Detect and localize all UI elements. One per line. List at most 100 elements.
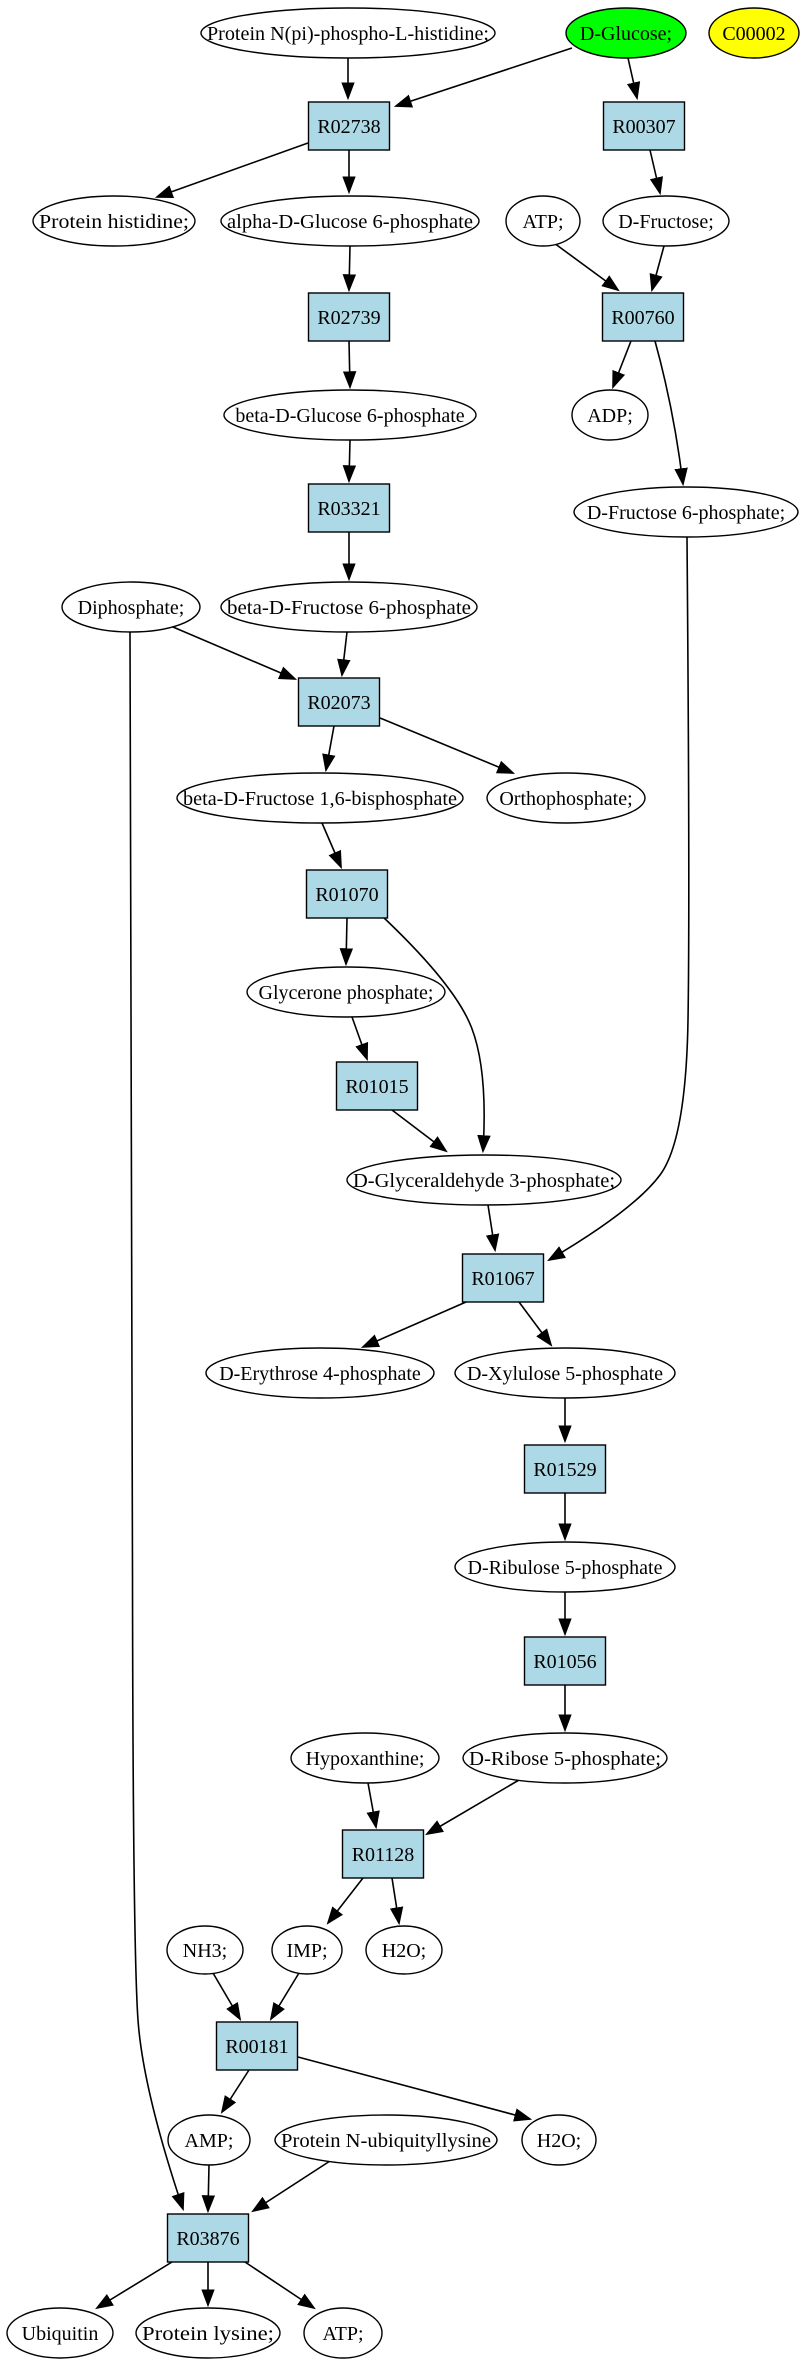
edge-c_glycerone_p-to-r_R01015 — [351, 1016, 369, 1062]
node-prot_nub[interactable]: Protein N-ubiquityllysine — [274, 2114, 498, 2166]
edge-c_atp1-to-r_R00760 — [553, 242, 620, 292]
reaction-box[interactable] — [307, 292, 391, 342]
node-b_f16bp[interactable]: beta-D-Fructose 1,6-bisphosphate — [176, 772, 464, 824]
compound-ellipse[interactable] — [303, 2307, 383, 2359]
node-R02073[interactable]: R02073 — [297, 677, 381, 727]
node-amp[interactable]: AMP; — [167, 2114, 251, 2166]
compound-ellipse[interactable] — [521, 2114, 597, 2166]
reaction-box[interactable] — [297, 677, 381, 727]
edge-c_f6p-to-r_R01067 — [547, 536, 690, 1262]
compound-ellipse[interactable] — [176, 772, 464, 824]
node-R01056[interactable]: R01056 — [523, 1636, 607, 1686]
node-glucose[interactable]: D-Glucose; — [565, 7, 687, 59]
node-hypoxanthine[interactable]: Hypoxanthine; — [290, 1732, 440, 1784]
compound-ellipse[interactable] — [505, 195, 581, 247]
node-atp1[interactable]: ATP; — [505, 195, 581, 247]
reaction-box[interactable] — [307, 483, 391, 533]
node-ru5p[interactable]: D-Ribulose 5-phosphate — [454, 1541, 676, 1593]
node-h2o1[interactable]: H2O; — [365, 1925, 443, 1975]
node-label: Glycerone phosphate; — [259, 982, 434, 1004]
reaction-box[interactable] — [601, 292, 685, 342]
node-prot_his[interactable]: Protein histidine; — [32, 195, 196, 247]
compound-ellipse[interactable] — [271, 1925, 343, 1975]
compound-ellipse[interactable] — [290, 1732, 440, 1784]
compound-ellipse[interactable] — [573, 486, 799, 538]
compound-ellipse[interactable] — [454, 1347, 676, 1399]
compound-ellipse[interactable] — [223, 389, 477, 441]
node-label: R03321 — [317, 498, 380, 520]
compound-ellipse[interactable] — [32, 195, 196, 247]
compound-ellipse[interactable] — [454, 1541, 676, 1593]
compound-ellipse[interactable] — [602, 195, 730, 247]
node-e4p[interactable]: D-Erythrose 4-phosphate — [205, 1347, 435, 1399]
node-b_f6p[interactable]: beta-D-Fructose 6-phosphate — [220, 581, 478, 633]
reaction-box[interactable] — [341, 1829, 425, 1879]
node-c00002[interactable]: C00002 — [708, 7, 800, 59]
node-g3p[interactable]: D-Glyceraldehyde 3-phosphate; — [346, 1154, 622, 1206]
node-label: D-Glucose; — [580, 23, 672, 45]
node-R00760[interactable]: R00760 — [601, 292, 685, 342]
node-label: R02739 — [317, 307, 380, 329]
reaction-box[interactable] — [305, 869, 389, 919]
compound-ellipse[interactable] — [205, 1347, 435, 1399]
compound-ellipse[interactable] — [246, 966, 446, 1018]
node-label: H2O; — [382, 1940, 426, 1962]
reaction-box[interactable] — [335, 1061, 419, 1111]
reaction-box[interactable] — [461, 1253, 545, 1303]
node-a_g6p[interactable]: alpha-D-Glucose 6-phosphate — [220, 195, 480, 247]
node-label: Hypoxanthine; — [306, 1748, 425, 1770]
compound-ellipse[interactable] — [346, 1154, 622, 1206]
reaction-box[interactable] — [602, 101, 686, 151]
node-b_g6p[interactable]: beta-D-Glucose 6-phosphate — [223, 389, 477, 441]
compound-ellipse[interactable] — [220, 581, 478, 633]
node-R02738[interactable]: R02738 — [307, 101, 391, 151]
node-R01070[interactable]: R01070 — [305, 869, 389, 919]
reaction-box[interactable] — [523, 1636, 607, 1686]
edge-r_R01070-to-c_g3p — [381, 915, 491, 1154]
node-h2o2[interactable]: H2O; — [521, 2114, 597, 2166]
compound-ellipse[interactable] — [708, 7, 800, 59]
node-R01529[interactable]: R01529 — [523, 1444, 607, 1494]
compound-ellipse[interactable] — [365, 1925, 443, 1975]
compound-ellipse[interactable] — [6, 2307, 114, 2359]
compound-ellipse[interactable] — [167, 2114, 251, 2166]
reaction-box[interactable] — [523, 1444, 607, 1494]
node-R03876[interactable]: R03876 — [166, 2213, 250, 2263]
node-label: R02073 — [307, 692, 370, 714]
node-label: R01015 — [345, 1076, 408, 1098]
compound-ellipse[interactable] — [274, 2114, 498, 2166]
node-R02739[interactable]: R02739 — [307, 292, 391, 342]
compound-ellipse[interactable] — [571, 389, 649, 441]
reaction-box[interactable] — [215, 2021, 299, 2071]
node-glycerone_p[interactable]: Glycerone phosphate; — [246, 966, 446, 1018]
node-imp[interactable]: IMP; — [271, 1925, 343, 1975]
compound-ellipse[interactable] — [61, 581, 201, 633]
node-f6p[interactable]: D-Fructose 6-phosphate; — [573, 486, 799, 538]
node-R00181[interactable]: R00181 — [215, 2021, 299, 2071]
node-diphosphate[interactable]: Diphosphate; — [61, 581, 201, 633]
reaction-box[interactable] — [307, 101, 391, 151]
node-ubiquitin[interactable]: Ubiquitin — [6, 2307, 114, 2359]
node-r5p[interactable]: D-Ribose 5-phosphate; — [462, 1732, 668, 1784]
node-adp[interactable]: ADP; — [571, 389, 649, 441]
node-prot_lys[interactable]: Protein lysine; — [135, 2307, 281, 2359]
node-nh3[interactable]: NH3; — [166, 1925, 244, 1975]
node-R01128[interactable]: R01128 — [341, 1829, 425, 1879]
reaction-box[interactable] — [166, 2213, 250, 2263]
node-x5p[interactable]: D-Xylulose 5-phosphate — [454, 1347, 676, 1399]
node-prot_his_p[interactable]: Protein N(pi)-phospho-L-histidine; — [200, 7, 496, 59]
node-R01015[interactable]: R01015 — [335, 1061, 419, 1111]
node-R01067[interactable]: R01067 — [461, 1253, 545, 1303]
node-orthophosphate[interactable]: Orthophosphate; — [486, 772, 646, 824]
node-atp2[interactable]: ATP; — [303, 2307, 383, 2359]
compound-ellipse[interactable] — [200, 7, 496, 59]
node-R03321[interactable]: R03321 — [307, 483, 391, 533]
compound-ellipse[interactable] — [220, 195, 480, 247]
compound-ellipse[interactable] — [135, 2307, 281, 2359]
compound-ellipse[interactable] — [166, 1925, 244, 1975]
compound-ellipse[interactable] — [565, 7, 687, 59]
compound-ellipse[interactable] — [486, 772, 646, 824]
node-fructose[interactable]: D-Fructose; — [602, 195, 730, 247]
compound-ellipse[interactable] — [462, 1732, 668, 1784]
node-R00307[interactable]: R00307 — [602, 101, 686, 151]
